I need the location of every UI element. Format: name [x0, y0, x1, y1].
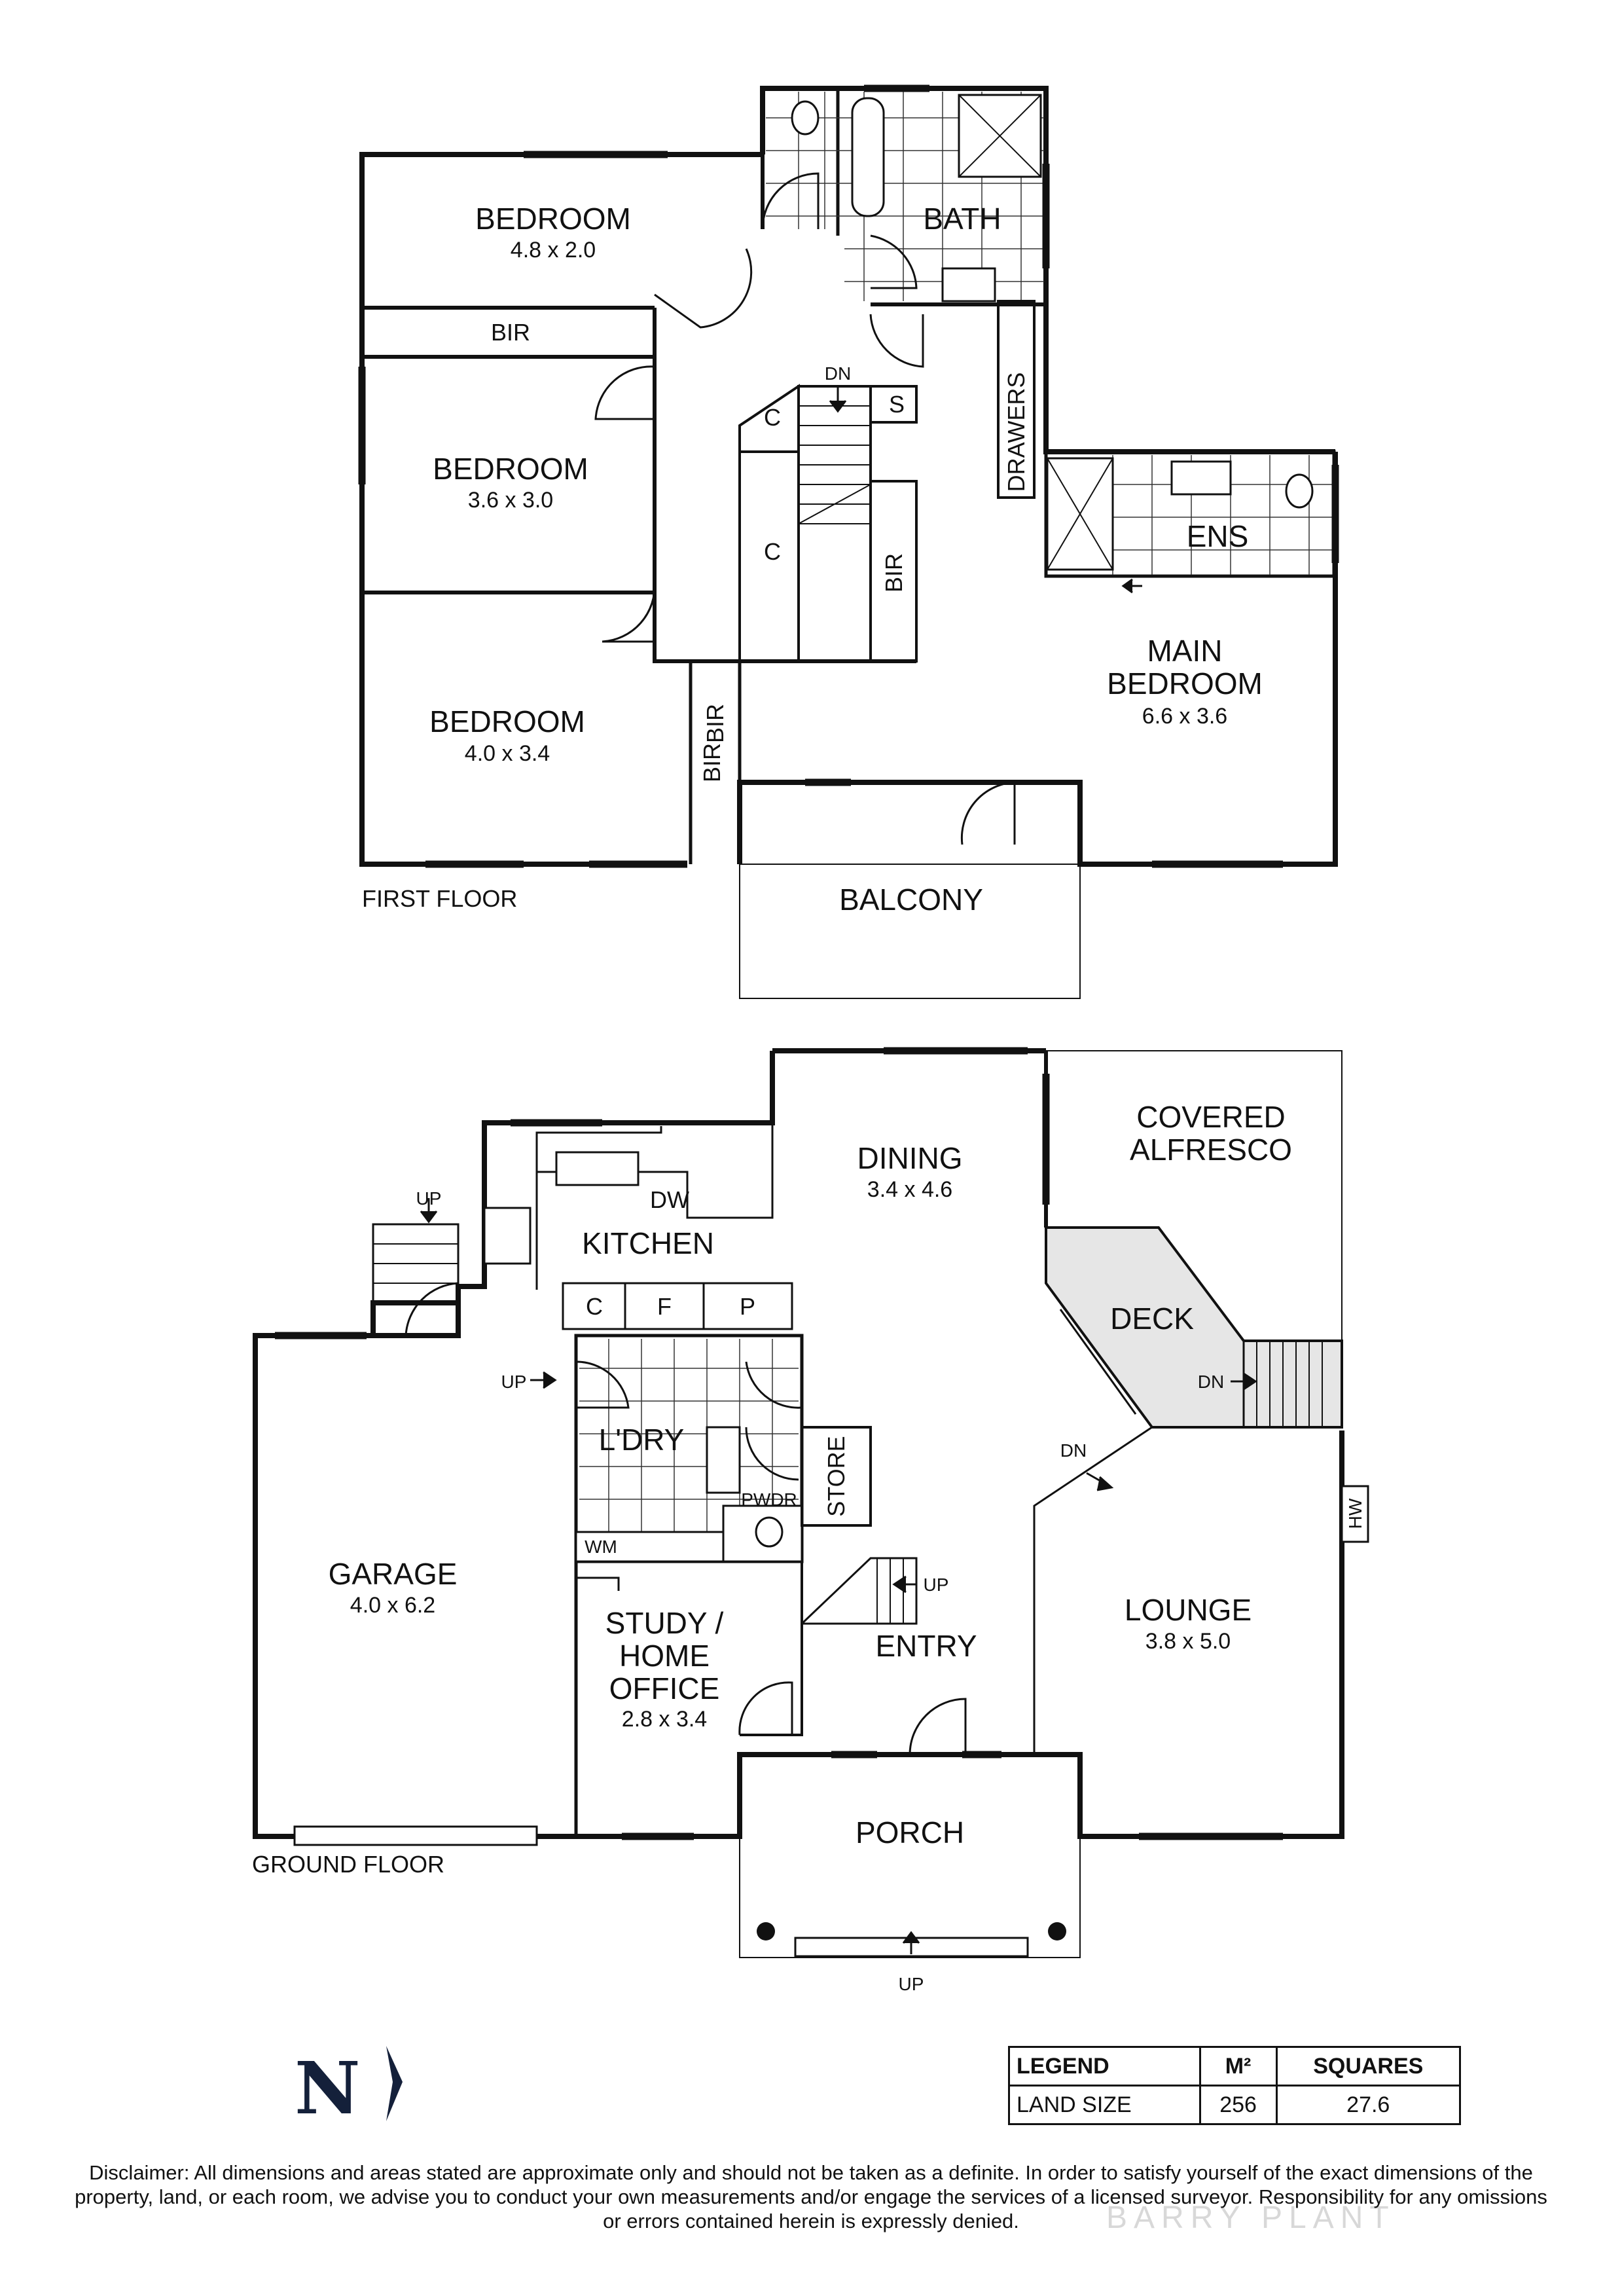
bedroom1-dims: 4.8 x 2.0 [511, 238, 596, 263]
garage-dims: 4.0 x 6.2 [350, 1593, 435, 1618]
toilet [791, 100, 820, 136]
main-bedroom-dims: 6.6 x 3.6 [1142, 704, 1227, 729]
deck-area [1045, 1226, 1343, 1429]
study-name2: HOME [619, 1639, 710, 1673]
ens-name: ENS [1187, 519, 1249, 553]
watermark: BARRY PLANT [1106, 2200, 1396, 2235]
first-floor [358, 84, 1339, 999]
north-label: N [295, 2046, 361, 2130]
cupboard-c1-label: C [764, 404, 781, 431]
kitchen-p-label: P [740, 1293, 755, 1320]
legend-land-size-squares: 27.6 [1275, 2085, 1462, 2125]
legend-header-m2: M² [1198, 2046, 1278, 2086]
kitchen-name: KITCHEN [582, 1226, 714, 1260]
main-bedroom-name2: BEDROOM [1107, 666, 1263, 701]
study-name3: OFFICE [609, 1671, 720, 1705]
deck-name: DECK [1110, 1302, 1194, 1336]
legend-header-row: LEGEND M² SQUARES [1008, 2046, 1462, 2086]
ground-floor-label: GROUND FLOOR [252, 1851, 444, 1878]
study-name1: STUDY / [605, 1606, 724, 1640]
dining-name: DINING [857, 1141, 963, 1175]
cupboard-c2-label: C [764, 538, 781, 565]
disclaimer-text: Disclaimer: All dimensions and areas sta… [75, 2161, 1547, 2232]
kitchen-c-label: C [586, 1293, 603, 1320]
cooktop [483, 1207, 532, 1265]
hot-water-label: HW [1345, 1498, 1365, 1529]
windows [358, 84, 1339, 868]
garage-name: GARAGE [329, 1557, 458, 1591]
wall [653, 308, 916, 663]
up-laundry-label: UP [501, 1372, 527, 1392]
first-floor-label: FIRST FLOOR [362, 885, 517, 912]
ground-windows [275, 1047, 1283, 1840]
door-swings [594, 172, 1016, 845]
ensuite-outline [1044, 450, 1336, 578]
porch-name: PORCH [856, 1815, 964, 1850]
store-label: STORE [823, 1436, 850, 1516]
up-porch-label: UP [899, 1974, 924, 1994]
bedroom1-name: BEDROOM [475, 202, 631, 236]
up-entry-label: UP [924, 1575, 949, 1595]
legend-land-size-m2: 256 [1198, 2085, 1278, 2125]
main-bedroom-name1: MAIN [1147, 634, 1223, 668]
storage-s-label: S [889, 391, 905, 418]
bathtub [851, 97, 885, 217]
alfresco-name1: COVERED [1136, 1100, 1285, 1134]
bedroom2-name: BEDROOM [433, 452, 588, 486]
balcony-outline [739, 864, 1081, 999]
legend-header-squares: SQUARES [1275, 2046, 1462, 2086]
bir-vert3-label: BIR [698, 743, 725, 782]
laundry-name: L'DRY [599, 1423, 685, 1457]
lounge-dims: 3.8 x 5.0 [1145, 1629, 1231, 1654]
basin [941, 267, 996, 302]
bedroom2-dims: 3.6 x 3.0 [468, 488, 553, 513]
lounge-name: LOUNGE [1125, 1593, 1252, 1627]
alfresco-outline [1046, 1050, 1343, 1427]
balcony-name: BALCONY [839, 883, 983, 917]
bir-vert2-label: BIR [702, 704, 729, 743]
bir-top-label: BIR [491, 319, 530, 346]
dishwasher-label: DW [650, 1186, 689, 1213]
first-floor-outer-wall-bottom [737, 452, 1338, 867]
powder-label: PWDR [741, 1489, 797, 1510]
legend-table: LEGEND M² SQUARES LAND SIZE 256 27.6 [1008, 2046, 1462, 2125]
legend-row-land-size: LAND SIZE 256 27.6 [1008, 2085, 1462, 2125]
dn-deck-label: DN [1198, 1372, 1224, 1392]
porch-outline [739, 1754, 1081, 1958]
entry-name: ENTRY [875, 1629, 977, 1663]
bath-name: BATH [923, 202, 1001, 236]
kitchen-f-label: F [657, 1293, 672, 1320]
legend-header-legend: LEGEND [1008, 2046, 1201, 2086]
bedroom3-dims: 4.0 x 3.4 [465, 741, 550, 766]
stairs-dn-label: DN [825, 363, 851, 384]
ground-door-swings [405, 1282, 1137, 1755]
ground-floor [253, 1047, 1369, 1958]
stairs-treads [798, 405, 871, 524]
drawers-unit [997, 300, 1036, 499]
alfresco-name2: ALFRESCO [1130, 1133, 1292, 1167]
bir-vert1-label: BIR [880, 553, 907, 592]
first-floor-outer-wall-right [760, 86, 1335, 454]
study-dims: 2.8 x 3.4 [622, 1707, 707, 1732]
direction-arrows [420, 386, 1257, 1954]
sink [555, 1151, 640, 1186]
up-stairs-left-label: UP [416, 1188, 442, 1209]
dining-dims: 3.4 x 4.6 [867, 1177, 952, 1202]
dn-lounge-label: DN [1060, 1440, 1087, 1461]
north-arrow-icon [386, 2046, 403, 2121]
legend-land-size-label: LAND SIZE [1008, 2085, 1201, 2125]
drawers-label: DRAWERS [1003, 373, 1030, 492]
washing-machine-label: WM [585, 1537, 617, 1557]
first-floor-outer-wall-left [359, 152, 763, 867]
bedroom3-name: BEDROOM [429, 704, 585, 738]
